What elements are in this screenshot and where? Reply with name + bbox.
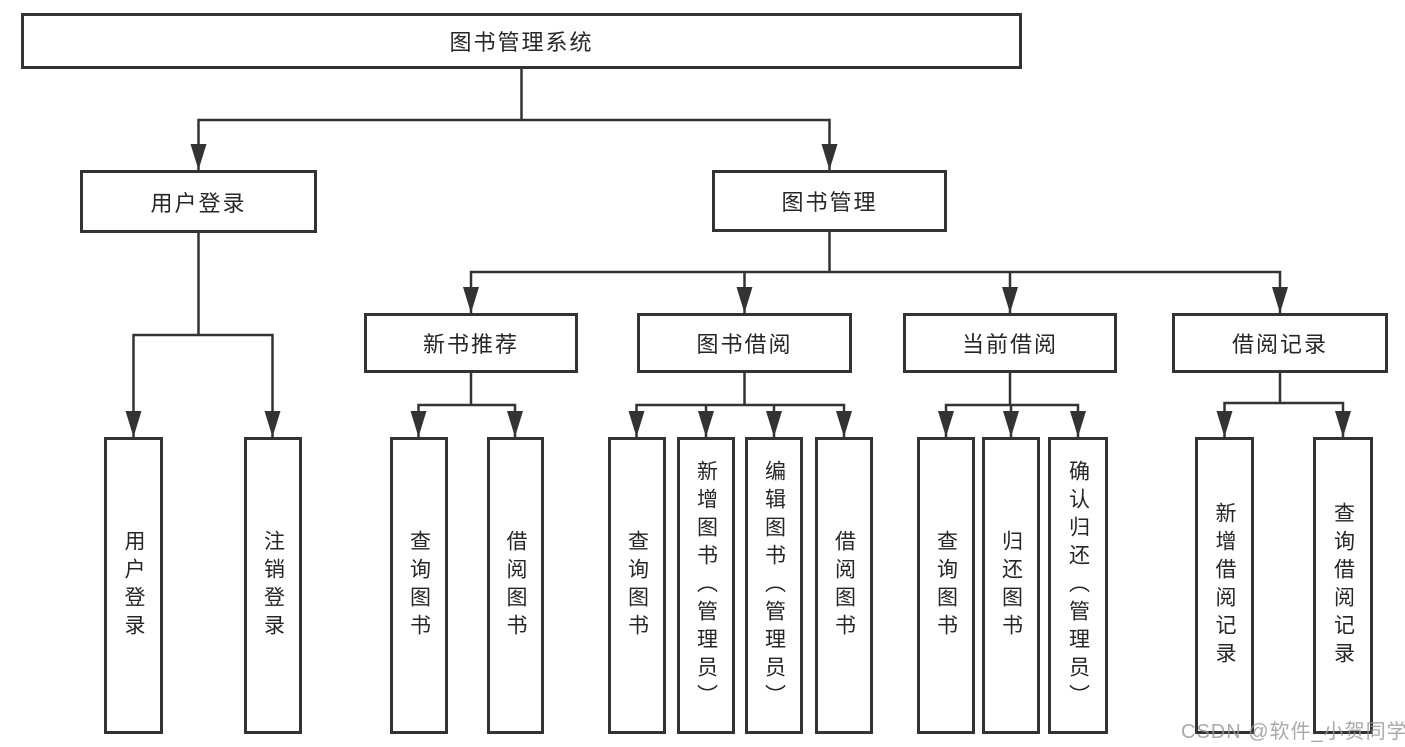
connector-book-management-to-level3 [469, 232, 1282, 313]
leaf-user-login-label: 用户登录 [122, 529, 145, 642]
leaf-query-books-current: 查询图书 [917, 437, 975, 734]
leaf-logout-login: 注销登录 [244, 437, 302, 734]
node-user-login: 用户登录 [80, 170, 317, 233]
node-book-management: 图书管理 [712, 170, 947, 232]
node-root: 图书管理系统 [21, 13, 1022, 69]
arrow-down-icon [736, 287, 753, 313]
leaf-query-books-recommend-label: 查询图书 [407, 529, 431, 642]
connector-new-book-to-leaves [417, 373, 517, 437]
leaf-edit-books-admin: 编辑图书（管理员） [745, 437, 803, 734]
node-user-login-label: 用户登录 [150, 190, 247, 216]
leaf-borrow-books-recommend: 借阅图书 [487, 437, 544, 734]
connector-borrow-records-to-leaves [1223, 373, 1345, 437]
leaf-query-borrow-record-label: 查询借阅记录 [1331, 501, 1355, 670]
leaf-query-books-borrowing: 查询图书 [608, 437, 666, 734]
leaf-confirm-return-admin-label: 确认归还（管理员） [1066, 459, 1090, 712]
node-new-book-recommendation: 新书推荐 [364, 313, 578, 373]
arrow-down-icon [190, 144, 207, 170]
node-borrowing-records: 借阅记录 [1172, 313, 1388, 373]
arrow-down-icon [1003, 411, 1019, 437]
leaf-query-books-current-label: 查询图书 [934, 529, 958, 642]
node-borrowing-records-label: 借阅记录 [1231, 332, 1328, 357]
arrow-down-icon [264, 411, 281, 437]
leaf-return-books-label: 归还图书 [999, 529, 1023, 642]
arrow-down-icon [938, 411, 954, 437]
arrow-down-icon [463, 287, 479, 313]
leaf-logout-login-label: 注销登录 [261, 529, 285, 642]
arrow-down-icon [125, 411, 142, 437]
node-new-book-recommendation-label: 新书推荐 [422, 332, 519, 357]
connector-book-borrowing-to-leaves [635, 373, 846, 437]
leaf-confirm-return-admin: 确认归还（管理员） [1048, 437, 1108, 734]
leaf-query-books-recommend: 查询图书 [390, 437, 448, 734]
leaf-query-books-borrowing-label: 查询图书 [625, 529, 649, 642]
arrow-down-icon [1216, 411, 1233, 437]
arrow-down-icon [410, 411, 427, 437]
leaf-borrow-books-borrowing: 借阅图书 [815, 437, 873, 734]
leaf-add-books-admin: 新增图书（管理员） [677, 437, 735, 734]
node-book-borrowing: 图书借阅 [637, 313, 852, 373]
leaf-query-borrow-record: 查询借阅记录 [1313, 437, 1373, 734]
arrow-down-icon [507, 411, 523, 437]
arrow-down-icon [698, 411, 714, 437]
leaf-add-borrow-record: 新增借阅记录 [1195, 437, 1254, 734]
leaf-return-books: 归还图书 [982, 437, 1040, 734]
connector-paths [132, 69, 1345, 437]
leaf-add-books-admin-label: 新增图书（管理员） [694, 459, 718, 712]
leaf-borrow-books-recommend-label: 借阅图书 [504, 529, 527, 642]
arrow-down-icon [766, 411, 782, 437]
node-root-label: 图书管理系统 [449, 30, 594, 55]
watermark: CSDN @软件_小贺同学 [1181, 721, 1405, 743]
arrow-down-icon [1002, 287, 1018, 313]
node-current-borrowing-label: 当前借阅 [961, 332, 1058, 357]
node-current-borrowing: 当前借阅 [903, 313, 1117, 373]
connector-root-to-level2 [197, 69, 831, 170]
node-book-borrowing-label: 图书借阅 [696, 332, 793, 357]
arrow-down-icon [1335, 411, 1351, 437]
arrow-down-icon [821, 144, 838, 170]
arrow-down-icon [836, 411, 852, 437]
leaf-borrow-books-borrowing-label: 借阅图书 [832, 529, 856, 642]
arrow-down-icon [1272, 287, 1288, 313]
connector-user-login-to-leaves [132, 233, 274, 437]
leaf-edit-books-admin-label: 编辑图书（管理员） [762, 459, 786, 712]
leaf-user-login: 用户登录 [104, 437, 163, 734]
leaf-add-borrow-record-label: 新增借阅记录 [1213, 501, 1236, 670]
node-book-management-label: 图书管理 [781, 190, 878, 215]
arrow-down-icon [1070, 411, 1086, 437]
arrow-down-icon [628, 411, 645, 437]
arrowheads [125, 144, 1351, 437]
